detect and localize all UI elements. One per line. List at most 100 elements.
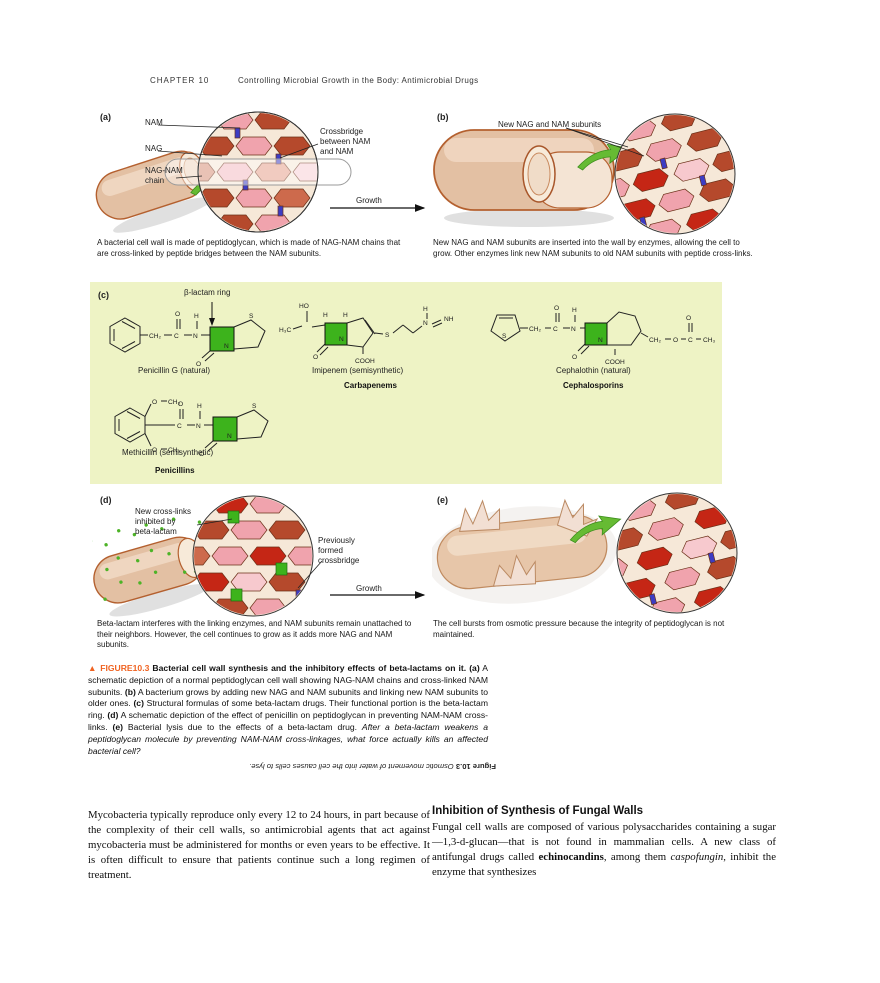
svg-text:S: S (502, 333, 507, 340)
svg-text:H: H (197, 403, 202, 410)
svg-text:S: S (385, 332, 390, 339)
svg-text:CH₃: CH₃ (168, 447, 181, 454)
label-beta-lactam-ring: β-lactam ring (184, 288, 231, 297)
answer-text: Osmotic movement of water into the cell … (249, 762, 456, 771)
svg-text:H: H (572, 307, 577, 314)
svg-text:HO: HO (299, 303, 309, 310)
chapter-title: Controlling Microbial Growth in the Body… (237, 76, 479, 85)
panel-e-tag: (e) (437, 495, 448, 505)
inverted-answer-line: Figure 10.3 Osmotic movement of water in… (238, 762, 496, 771)
figure-question: After a beta-lactam weakens a peptidogly… (88, 721, 488, 756)
class-cephalosporins: Cephalosporins (563, 381, 624, 390)
panel-d-tag: (d) (100, 495, 112, 505)
structure-imipenem: HO H₃C H H O N COOH S H N NH (279, 303, 454, 365)
panel-b-illustration (433, 113, 736, 235)
nag-nam-chain-highlight (164, 158, 352, 186)
svg-text:O: O (313, 354, 318, 361)
svg-text:COOH: COOH (605, 359, 625, 366)
body-right-paragraph: Fungal cell walls are composed of variou… (432, 821, 777, 878)
svg-text:O: O (196, 361, 201, 368)
peptidoglycan-inset-e (616, 492, 738, 614)
caption-d: Beta-lactam interferes with the linking … (97, 619, 412, 649)
label-growth-a: Growth (356, 196, 382, 205)
section-heading: Inhibition of Synthesis of Fungal Walls (432, 805, 644, 817)
svg-text:NH: NH (444, 316, 454, 323)
figure-caption: ▲ FIGURE10.3 Bacterial cell wall synthes… (88, 663, 489, 756)
panel-e-illustration (432, 492, 738, 614)
label-new-crosslinks: New cross-links inhibited by beta-lactam (135, 507, 192, 536)
label-nag: NAG (145, 144, 163, 153)
label-nam: NAM (145, 118, 163, 127)
svg-text:O: O (175, 311, 180, 318)
zoom-arrow-e (569, 515, 622, 544)
chapter-number: CHAPTER 10 (150, 76, 210, 85)
svg-text:O: O (554, 305, 559, 312)
body-left-paragraph: Mycobacteria typically reproduce only ev… (88, 809, 430, 881)
leader-lines-b (565, 127, 645, 157)
peptidoglycan-inset-d (192, 495, 314, 617)
term-caspofungin: caspofungin (670, 851, 724, 863)
label-new-subunits: New NAG and NAM subunits (498, 120, 602, 129)
svg-text:O: O (152, 399, 157, 406)
answer-figure-ref: Figure 10.3 (455, 762, 496, 771)
svg-text:CH₂: CH₂ (529, 326, 542, 333)
panel-c-box (90, 282, 722, 484)
svg-text:C: C (688, 337, 693, 344)
class-carbapenems: Carbapenems (344, 381, 397, 390)
name-cephalothin: Cephalothin (natural) (556, 366, 631, 375)
panel-d-illustration (92, 495, 426, 617)
svg-text:C: C (177, 423, 182, 430)
svg-text:C: C (174, 333, 179, 340)
svg-text:H: H (423, 306, 428, 313)
svg-text:O: O (152, 447, 157, 454)
leader-lines-a (157, 124, 319, 179)
caption-a: A bacterial cell wall is made of peptido… (97, 238, 401, 258)
svg-text:O: O (178, 401, 183, 408)
figure-title: Bacterial cell wall synthesis and the in… (149, 663, 470, 673)
panel-b-tag: (b) (437, 112, 449, 122)
leader-lines-d (196, 518, 323, 589)
svg-text:COOH: COOH (355, 358, 375, 365)
svg-text:CH₂: CH₂ (649, 337, 662, 344)
svg-text:N: N (423, 320, 428, 327)
panel-a-illustration (95, 111, 426, 233)
name-methicillin: Methicillin (semisynthetic) (122, 448, 214, 457)
svg-text:O: O (572, 354, 577, 361)
svg-text:N: N (193, 333, 198, 340)
svg-text:CH₃: CH₃ (168, 399, 181, 406)
figure-label: ▲ FIGURE10.3 (88, 663, 150, 673)
peptidoglycan-inset-b (614, 113, 736, 235)
caption-e: The cell bursts from osmotic pressure be… (433, 619, 725, 639)
svg-text:N: N (196, 423, 201, 430)
svg-text:N: N (339, 336, 344, 343)
label-growth-d: Growth (356, 584, 382, 593)
running-head: CHAPTER 10 Controlling Microbial Growth … (150, 76, 478, 85)
svg-text:O: O (686, 315, 691, 322)
panel-a-tag: (a) (100, 112, 111, 122)
bacterium-cell-b (433, 129, 615, 227)
panel-c-tag: (c) (98, 290, 109, 300)
lysing-cell (432, 498, 618, 604)
label-nag-nam-chain: NAG-NAM chain (145, 166, 183, 185)
svg-text:CH₃: CH₃ (703, 337, 716, 344)
svg-text:N: N (224, 343, 229, 350)
label-previous-crossbridge: Previously formed crossbridge (318, 536, 360, 565)
svg-text:N: N (227, 433, 232, 440)
svg-text:H: H (323, 312, 328, 319)
term-echinocandins: echinocandins (538, 851, 604, 863)
name-imipenem: Imipenem (semisynthetic) (312, 366, 404, 375)
bacterium-cell-d (92, 517, 214, 617)
label-crossbridge: Crossbridge between NAM and NAM (320, 127, 371, 156)
name-penicillin-g: Penicillin G (natural) (138, 366, 211, 375)
peptidoglycan-inset-a (164, 111, 352, 233)
svg-text:O: O (199, 451, 204, 458)
structure-penicillin-g: CH₂ C O N H O N S (109, 302, 266, 368)
class-penicillins: Penicillins (155, 466, 195, 475)
svg-text:O: O (673, 337, 678, 344)
caption-b: New NAG and NAM subunits are inserted in… (433, 238, 753, 258)
structure-methicillin: O CH₃ O CH₃ C O H N O N S (114, 399, 269, 458)
body-right-column: Inhibition of Synthesis of Fungal Walls … (432, 805, 776, 880)
svg-text:H: H (194, 313, 199, 320)
svg-text:H: H (343, 312, 348, 319)
